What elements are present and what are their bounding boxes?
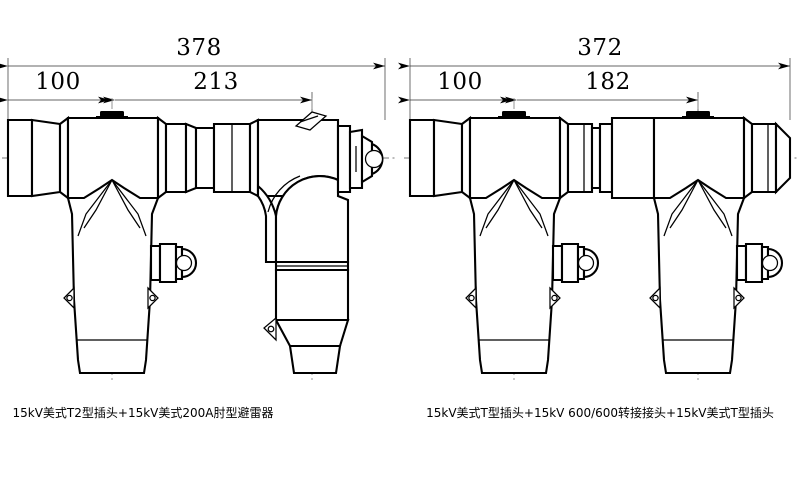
side-bushing-flange xyxy=(149,244,162,282)
side-bushing-barrel xyxy=(158,242,178,284)
left-cap-taper xyxy=(30,118,62,198)
dim-label-100-right: 100 xyxy=(437,69,482,95)
t-plug-b-test-point-base xyxy=(682,116,714,119)
t-plug-a-lug-right-hole xyxy=(551,294,558,302)
skirt-crease-right xyxy=(111,179,147,237)
t2-plug-skirt xyxy=(63,178,160,375)
coupler-middle xyxy=(598,122,614,194)
t-plug-a xyxy=(465,111,599,375)
arrester-inlet-band xyxy=(248,118,260,198)
t-plug-a-eye-hole xyxy=(577,254,595,272)
t-plug-a-skirt xyxy=(468,178,562,375)
r-right-cap-sleeve xyxy=(750,122,778,194)
arrester-lower-body xyxy=(274,268,350,322)
t2-plug-right-band xyxy=(156,115,168,201)
arrester-base-cap xyxy=(288,344,342,375)
t-plug-a-crease-r xyxy=(513,179,549,237)
t-plug-a-lug-left-hole xyxy=(468,294,475,302)
left-neck-band xyxy=(58,115,70,201)
interconnect-sleeve-a xyxy=(194,126,216,190)
t-plug-a-bushing-flange xyxy=(551,244,564,282)
left-figure-caption: 15kV美式T2型插头+15kV美式200A肘型避雷器 xyxy=(13,405,274,420)
arrester-top-tab-edge xyxy=(299,115,319,123)
side-bushing-eye-hole xyxy=(175,254,193,272)
t-plug-b-eye-hole xyxy=(761,254,779,272)
t2-plug-skirt-outline xyxy=(66,178,160,375)
left-assembly-figure: 378 100 213 xyxy=(0,35,396,420)
t-plug-b-lug-left-hole xyxy=(652,294,659,302)
t2-plug-side-bushing xyxy=(149,242,197,284)
t2-plug-right-sleeve xyxy=(164,122,188,194)
dim-label-378: 378 xyxy=(176,35,221,61)
arrester-base-taper xyxy=(274,318,350,348)
t-plug-b-bushing-barrel xyxy=(744,242,764,284)
t-plug-a-right-band xyxy=(558,115,570,201)
coupler-body xyxy=(610,116,656,200)
skirt-crease-left xyxy=(77,179,113,237)
interconnect-shoulder xyxy=(184,122,198,194)
skirt-crease-right-2 xyxy=(111,179,141,229)
t-plug-a-bushing-barrel xyxy=(560,242,580,284)
skirt-lug-left-hole xyxy=(66,294,73,302)
t-plug-a-crease-r2 xyxy=(513,179,543,229)
right-horizontal-body xyxy=(408,115,792,201)
t-plug-b-skirt xyxy=(652,178,746,375)
right-figure-caption: 15kV美式T型插头+15kV 600/600转接接头+15kV美式T型插头 xyxy=(426,405,774,420)
left-cable-end-cap xyxy=(6,118,34,198)
r-left-neck-band xyxy=(460,115,472,201)
dim-label-213: 213 xyxy=(193,69,238,95)
right-dimension-block: 372 100 182 xyxy=(398,35,791,170)
t-plug-b xyxy=(649,111,783,375)
t-plug-b-lug-right-hole xyxy=(735,294,742,302)
t-plug-a-crease-l2 xyxy=(485,179,515,229)
t-plug-b-crease-l2 xyxy=(669,179,699,229)
t-plug-b-bushing-flange xyxy=(735,244,748,282)
t-plug-b-crease-l xyxy=(663,179,699,237)
test-point-base xyxy=(96,116,128,119)
elbow-arrester xyxy=(256,111,384,375)
left-horizontal-body xyxy=(6,115,340,201)
r-right-end-cap xyxy=(774,121,792,195)
arrester-elbow-dome-inner xyxy=(267,175,301,213)
arrester-top-tab xyxy=(294,111,328,131)
dim-label-372: 372 xyxy=(577,35,622,61)
skirt-crease-left-2 xyxy=(83,179,113,229)
t-plug-b-crease-r2 xyxy=(697,179,727,229)
test-point-cap xyxy=(100,111,124,117)
t-plug-a-test-point-cap xyxy=(502,111,526,117)
t-plug-b-test-point-cap xyxy=(686,111,710,117)
arrester-elbow-body xyxy=(274,175,350,264)
arrester-lug-hole xyxy=(267,325,275,333)
dim-label-100-left: 100 xyxy=(35,69,80,95)
t-plug-a-crease-l xyxy=(479,179,515,237)
skirt-lug-right-hole xyxy=(149,294,156,302)
right-assembly-figure: 372 100 182 xyxy=(398,35,798,420)
coupler-shoulder-left xyxy=(590,126,602,190)
arrester-end-flange xyxy=(336,124,352,194)
r-left-cable-end-cap xyxy=(408,118,436,198)
dim-label-182: 182 xyxy=(585,69,630,95)
r-left-cap-taper xyxy=(432,118,464,198)
t-plug-b-right-band xyxy=(742,115,754,201)
t2-plug-test-point xyxy=(96,111,128,119)
t-plug-b-crease-r xyxy=(697,179,733,237)
arrester-end-eye-hole xyxy=(364,149,384,169)
coupler-sleeve-left xyxy=(566,122,594,194)
t-plug-a-test-point-base xyxy=(498,116,530,119)
